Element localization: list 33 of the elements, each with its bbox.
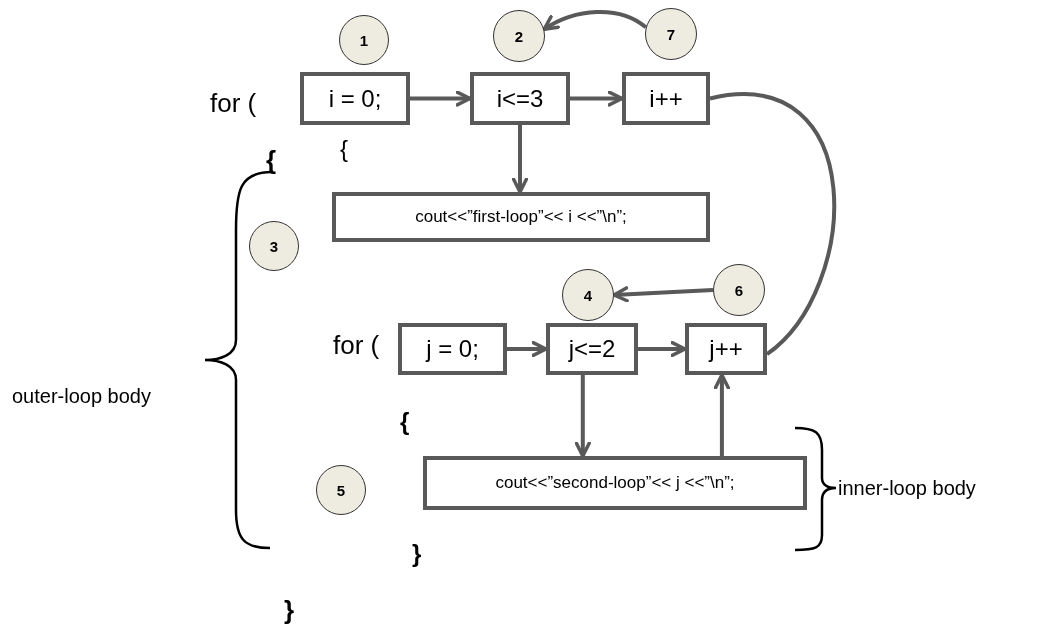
- arrow: [570, 90, 624, 107]
- code-text: {: [400, 408, 410, 436]
- callout-number: 5: [316, 465, 366, 515]
- arrow: [511, 125, 529, 194]
- code-text: inner-loop body: [838, 477, 976, 500]
- code-box: cout<<”second-loop”<< j <<”\n”;: [423, 456, 807, 510]
- code-box: j = 0;: [398, 323, 507, 375]
- code-box: cout<<”first-loop”<< i <<”\n”;: [332, 192, 710, 242]
- arrow: [713, 373, 731, 456]
- code-text: {: [266, 145, 277, 176]
- callout-number: 2: [493, 10, 545, 62]
- arrow: [507, 340, 548, 358]
- code-text: outer-loop body: [12, 385, 151, 408]
- code-box: i<=3: [470, 72, 570, 125]
- arrow: [638, 340, 687, 358]
- arrow: [542, 10, 648, 32]
- callout-number: 7: [645, 8, 697, 60]
- code-box: i = 0;: [300, 72, 410, 125]
- callout-number: 6: [713, 264, 765, 316]
- code-text: }: [284, 595, 295, 626]
- code-text: {: [340, 135, 348, 163]
- code-text: for (: [333, 330, 380, 361]
- arrow: [574, 375, 591, 458]
- code-box: j++: [685, 323, 767, 375]
- callout-number: 4: [562, 269, 614, 321]
- code-box: i++: [622, 72, 710, 125]
- code-text: }: [412, 540, 422, 568]
- callout-number: 1: [339, 15, 389, 65]
- arrow: [410, 90, 472, 107]
- callout-number: 3: [249, 221, 299, 271]
- code-box: j<=2: [546, 323, 638, 375]
- code-text: for (: [210, 88, 257, 119]
- arrow: [612, 286, 714, 303]
